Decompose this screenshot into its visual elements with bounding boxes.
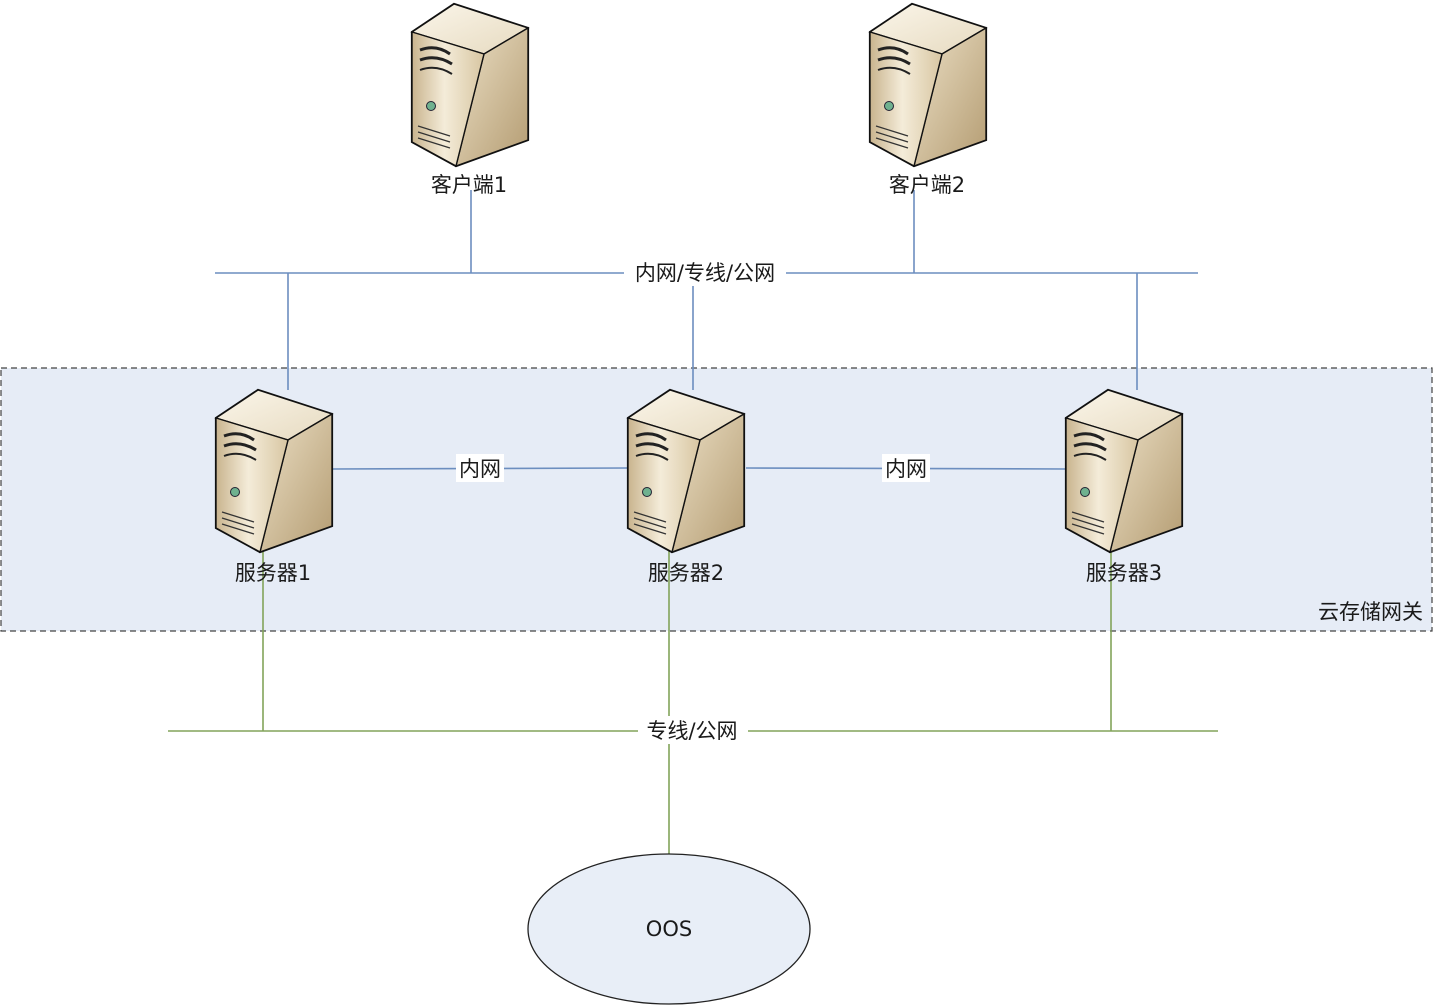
server1-label: 服务器1: [235, 561, 311, 585]
client2-label: 客户端2: [889, 173, 965, 197]
intranet-label-1-bg: [456, 454, 504, 482]
server2-label: 服务器2: [648, 561, 724, 585]
top-bus-label-bg: [624, 258, 786, 286]
bottom-bus-label-bg: [638, 716, 748, 744]
server2-icon: [626, 388, 746, 554]
bottom-bus-label: 专线/公网: [646, 719, 737, 743]
server1-icon: [214, 388, 334, 554]
server3-label: 服务器3: [1086, 561, 1162, 585]
client2-server-icon: [868, 2, 988, 168]
intranet-label-2-bg: [882, 454, 930, 482]
server3-icon: [1064, 388, 1184, 554]
oos-storage-label: OOS: [646, 917, 692, 941]
gateway-label: 云存储网关: [1318, 600, 1423, 624]
intranet-label-2: 内网: [885, 457, 927, 481]
oos-storage-ellipse: [527, 853, 811, 1005]
client1-server-icon: [410, 2, 530, 168]
intranet-label-1: 内网: [459, 457, 501, 481]
top-bus-label: 内网/专线/公网: [635, 261, 775, 285]
client1-label: 客户端1: [431, 173, 507, 197]
